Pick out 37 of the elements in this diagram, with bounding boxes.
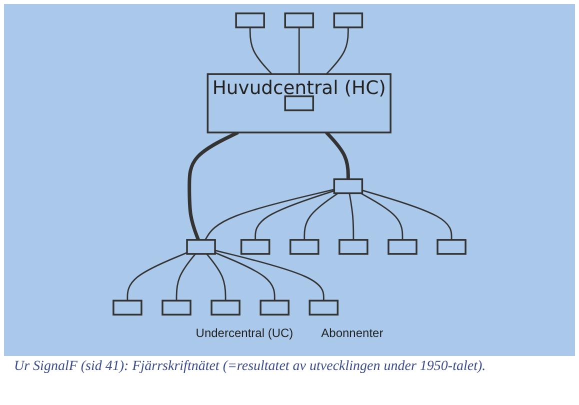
connector (249, 27, 272, 75)
node-box (388, 239, 418, 255)
node-box (333, 12, 364, 28)
node-box (333, 178, 364, 194)
node-box (290, 239, 320, 255)
connector (188, 130, 239, 241)
network-diagram: Huvudcentral (HC) (4, 4, 575, 324)
connector (176, 253, 196, 301)
connector (126, 252, 188, 301)
connector (362, 190, 452, 240)
connector (348, 193, 354, 240)
connector (304, 192, 338, 240)
node-box (260, 300, 290, 316)
label-text: Undercentral (UC) (196, 326, 294, 340)
label-text: Abonnenter (321, 326, 384, 340)
node-box (112, 300, 142, 316)
node-box (186, 239, 216, 255)
connector (360, 192, 404, 240)
connector (325, 131, 350, 180)
connector (254, 190, 334, 240)
connector (214, 252, 276, 301)
cluster (206, 73, 392, 134)
connector (206, 253, 226, 301)
connector (298, 27, 300, 74)
node-box (162, 300, 192, 316)
connector (214, 250, 324, 301)
node-box (284, 95, 314, 112)
node-box (308, 300, 339, 316)
node-box (210, 300, 240, 316)
node-box (240, 239, 270, 255)
caption: Ur SignalF (sid 41): Fjärrskriftnätet (=resultatet av utvecklingen under 1950-talet). (14, 358, 487, 376)
node-box (338, 239, 368, 255)
node-box (235, 12, 265, 28)
connector (326, 27, 349, 75)
connector (204, 188, 334, 240)
node-box (436, 239, 466, 255)
node-box (284, 12, 314, 28)
